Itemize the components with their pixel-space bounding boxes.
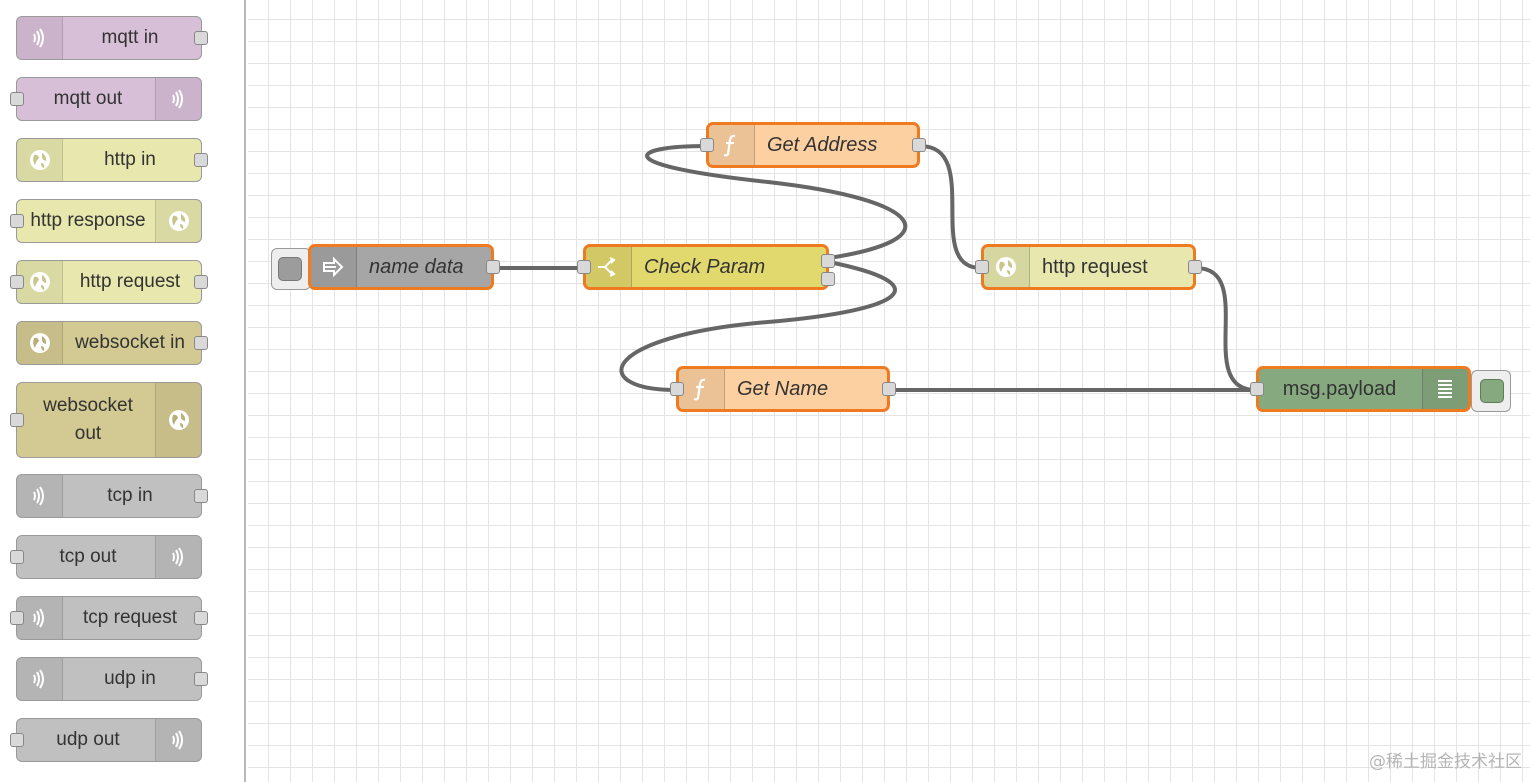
palette-node-label: udp out: [56, 728, 120, 750]
flow-node-debug-msg-payload[interactable]: msg.payload: [1250, 366, 1471, 412]
palette-node-udp-in[interactable]: udp in: [16, 657, 208, 701]
output-port[interactable]: [194, 336, 208, 350]
palette-node-tcp-out[interactable]: tcp out: [10, 535, 202, 579]
palette-node-http-in[interactable]: http in: [16, 138, 208, 182]
function-icon: [679, 369, 725, 409]
globe-icon: [17, 322, 63, 364]
bridge-icon: [155, 536, 201, 578]
wire-get-address-to-http-request[interactable]: [919, 144, 982, 270]
flow-node-label: Get Address: [767, 133, 878, 156]
flow-node-label: Check Param: [644, 255, 766, 278]
switch-icon: [586, 247, 632, 287]
palette-node-label: http response: [30, 209, 146, 231]
input-port[interactable]: [10, 611, 24, 625]
input-port[interactable]: [10, 275, 24, 289]
palette-node-udp-out[interactable]: udp out: [10, 718, 202, 762]
palette-node-mqtt-in[interactable]: mqtt in: [16, 16, 208, 60]
bridge-icon: [17, 658, 63, 700]
function-icon: [709, 125, 755, 165]
palette-node-websocket-out[interactable]: websocket out: [10, 382, 202, 458]
wire-http-request-to-debug[interactable]: [1195, 266, 1257, 392]
inject-trigger-button[interactable]: [271, 248, 311, 290]
palette-node-label: tcp out: [59, 545, 117, 567]
bridge-icon: [155, 719, 201, 761]
input-port[interactable]: [10, 413, 24, 427]
palette-node-label: udp in: [104, 667, 156, 689]
globe-icon: [155, 200, 201, 242]
bridge-icon: [17, 17, 63, 59]
palette-node-http-request[interactable]: http request: [10, 260, 208, 304]
bridge-icon: [17, 597, 63, 639]
flow-node-function-get-address[interactable]: Get Address: [700, 122, 926, 168]
flow-node-label: msg.payload: [1282, 377, 1397, 400]
output-port-1[interactable]: [821, 254, 835, 268]
palette-node-label: websocket in: [75, 331, 185, 353]
globe-icon: [17, 139, 63, 181]
globe-icon: [155, 383, 201, 457]
palette-node-label: tcp in: [107, 484, 153, 506]
palette-node-label: http request: [79, 270, 181, 292]
flow-node-switch-check-param[interactable]: Check Param: [577, 244, 835, 290]
palette-node-label: mqtt in: [101, 26, 159, 48]
output-port-2[interactable]: [821, 272, 835, 286]
flow-node-label: name data: [369, 255, 464, 278]
bridge-icon: [155, 78, 201, 120]
wire-switch-to-get-address[interactable]: [645, 144, 908, 260]
flow-node-inject-name-data[interactable]: name data: [308, 244, 500, 290]
input-port[interactable]: [10, 733, 24, 747]
watermark-text: @稀土掘金技术社区: [1369, 752, 1522, 772]
output-port[interactable]: [882, 382, 896, 396]
input-port[interactable]: [975, 260, 989, 274]
output-port[interactable]: [194, 275, 208, 289]
wire-switch-to-get-name[interactable]: [619, 260, 897, 392]
debug-toggle-button[interactable]: [1471, 370, 1511, 412]
flow-wires: [494, 144, 1257, 392]
palette-node-tcp-in[interactable]: tcp in: [16, 474, 208, 518]
input-port[interactable]: [700, 138, 714, 152]
inject-arrow-icon: [311, 247, 357, 287]
input-port[interactable]: [670, 382, 684, 396]
flow-node-label: http request: [1042, 255, 1148, 278]
flow-node-label: Get Name: [737, 377, 829, 400]
flow-workspace[interactable]: name data Check Param Get Address Get Na…: [248, 0, 1530, 782]
palette-node-label: websocket out: [43, 394, 133, 445]
output-port[interactable]: [194, 153, 208, 167]
palette-node-label: mqtt out: [53, 87, 123, 109]
node-palette: mqtt in mqtt out http in http response h…: [0, 0, 246, 782]
input-port[interactable]: [1250, 382, 1264, 396]
flow-node-function-get-name[interactable]: Get Name: [670, 366, 896, 412]
palette-node-mqtt-out[interactable]: mqtt out: [10, 77, 202, 121]
globe-icon: [984, 247, 1030, 287]
output-port[interactable]: [194, 31, 208, 45]
output-port[interactable]: [194, 489, 208, 503]
debug-list-icon: [1422, 369, 1468, 409]
output-port[interactable]: [486, 260, 500, 274]
output-port[interactable]: [194, 611, 208, 625]
flow-node-http-request[interactable]: http request: [975, 244, 1202, 290]
palette-node-websocket-in[interactable]: websocket in: [16, 321, 208, 365]
output-port[interactable]: [194, 672, 208, 686]
output-port[interactable]: [912, 138, 926, 152]
globe-icon: [17, 261, 63, 303]
palette-node-label: http in: [104, 148, 156, 170]
output-port[interactable]: [1188, 260, 1202, 274]
bridge-icon: [17, 475, 63, 517]
palette-node-http-response[interactable]: http response: [10, 199, 202, 243]
palette-node-label: tcp request: [83, 606, 177, 628]
input-port[interactable]: [10, 92, 24, 106]
palette-node-tcp-request[interactable]: tcp request: [10, 596, 208, 640]
input-port[interactable]: [577, 260, 591, 274]
input-port[interactable]: [10, 214, 24, 228]
input-port[interactable]: [10, 550, 24, 564]
